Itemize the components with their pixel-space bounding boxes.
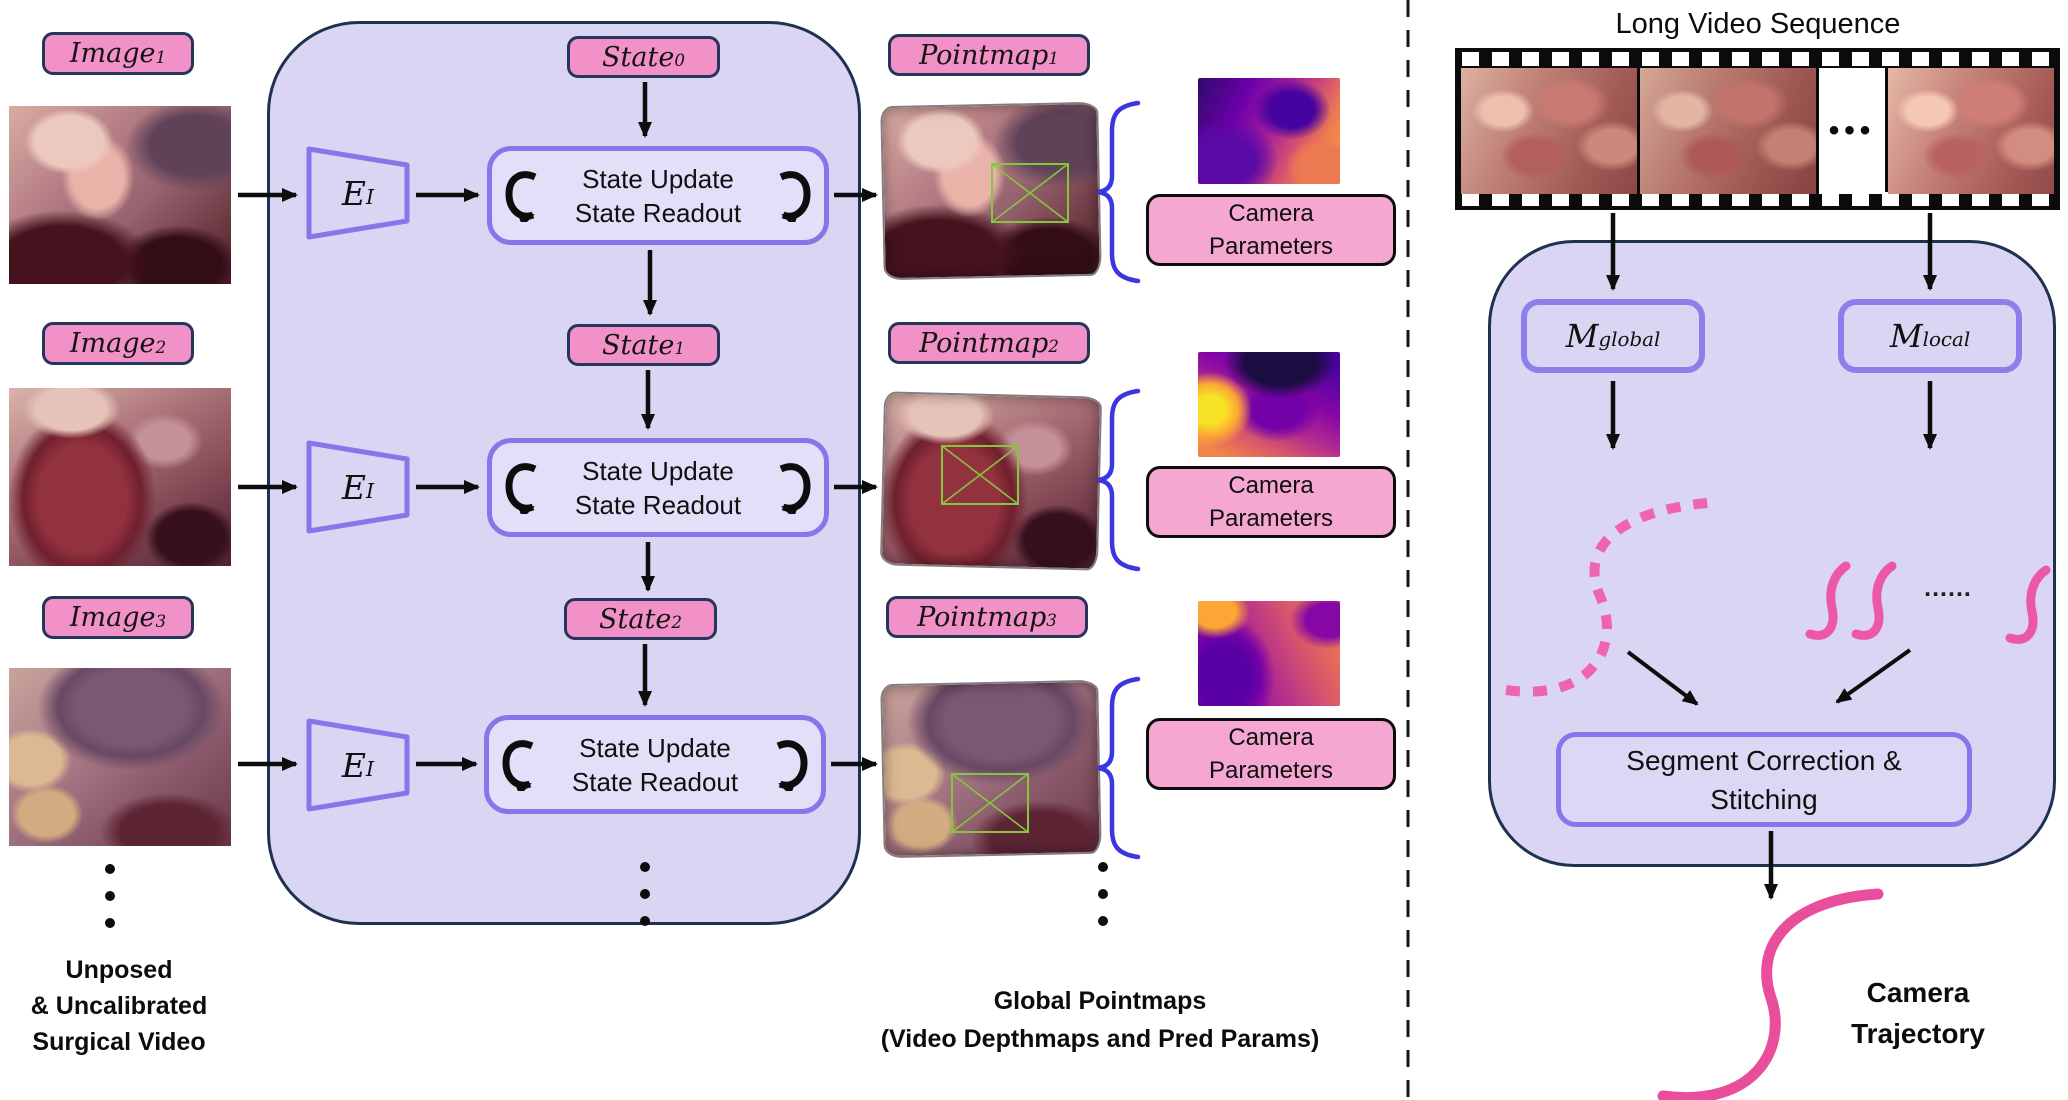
pointmap-image-3 [882,681,1100,857]
cycle-arrow-left-icon [505,462,537,514]
camera-frustum-icon [951,773,1029,833]
brace-pointmap1 [1097,100,1141,284]
trapezoid-icon [306,146,410,240]
vertical-ellipsis-icon [105,864,115,928]
trapezoid-icon [306,718,410,812]
cycle-arrow-left-icon [502,739,534,791]
film-sprocket-holes-bottom [1462,192,2053,206]
camera-frustum-icon [941,445,1019,505]
state-update-box-3: State Update State Readout [484,715,826,814]
input-caption: Unposed & Uncalibrated Surgical Video [30,956,208,1056]
state-update-box-2: State Update State Readout [487,438,829,537]
cycle-arrow-right-icon [779,462,811,514]
image1-label-text: Image [69,38,156,69]
brace-pointmap3 [1097,676,1141,860]
vertical-ellipsis-icon [1098,862,1108,926]
cycle-arrow-left-icon [505,170,537,222]
input-image-2 [9,388,231,566]
film-ellipsis: ••• [1819,68,1885,194]
global-pointmaps-caption: Global Pointmaps (Video Depthmaps and Pr… [880,987,1320,1053]
film-strip: ••• [1455,48,2060,210]
state-readout-text: State Readout [574,197,742,228]
input-image-3 [9,668,231,846]
camera-frustum-icon [991,163,1069,223]
depth-map-1 [1198,78,1340,184]
depth-map-2 [1198,352,1340,457]
brace-pointmap2 [1097,388,1141,572]
trapezoid-icon [306,440,410,534]
camera-parameters-box-2: Camera Parameters [1146,466,1396,538]
film-frame-3 [1888,68,2054,194]
segments-ellipsis: ...... [1924,574,1972,602]
state-update-box-1: State Update State Readout [487,146,829,245]
input-image-1 [9,106,231,284]
camera-parameters-box-3: Camera Parameters [1146,718,1396,790]
camera-parameters-box-1: Camera Parameters [1146,194,1396,266]
segment-correction-box: Segment Correction & Stitching [1556,732,1972,827]
pointmap-image-2 [881,393,1101,569]
film-frame-2 [1640,68,1816,194]
film-sprocket-holes-top [1462,52,2053,66]
vertical-ellipsis-icon [640,862,650,926]
cycle-arrow-right-icon [776,739,808,791]
cycle-arrow-right-icon [779,170,811,222]
pointmap-image-1 [882,103,1100,279]
camera-trajectory-label: Camera Trajectory [1851,977,1985,1049]
film-frame-1 [1461,68,1637,194]
state-update-text: State Update [582,163,734,194]
depth-map-3 [1198,601,1340,706]
long-video-title: Long Video Sequence [1615,8,1901,40]
